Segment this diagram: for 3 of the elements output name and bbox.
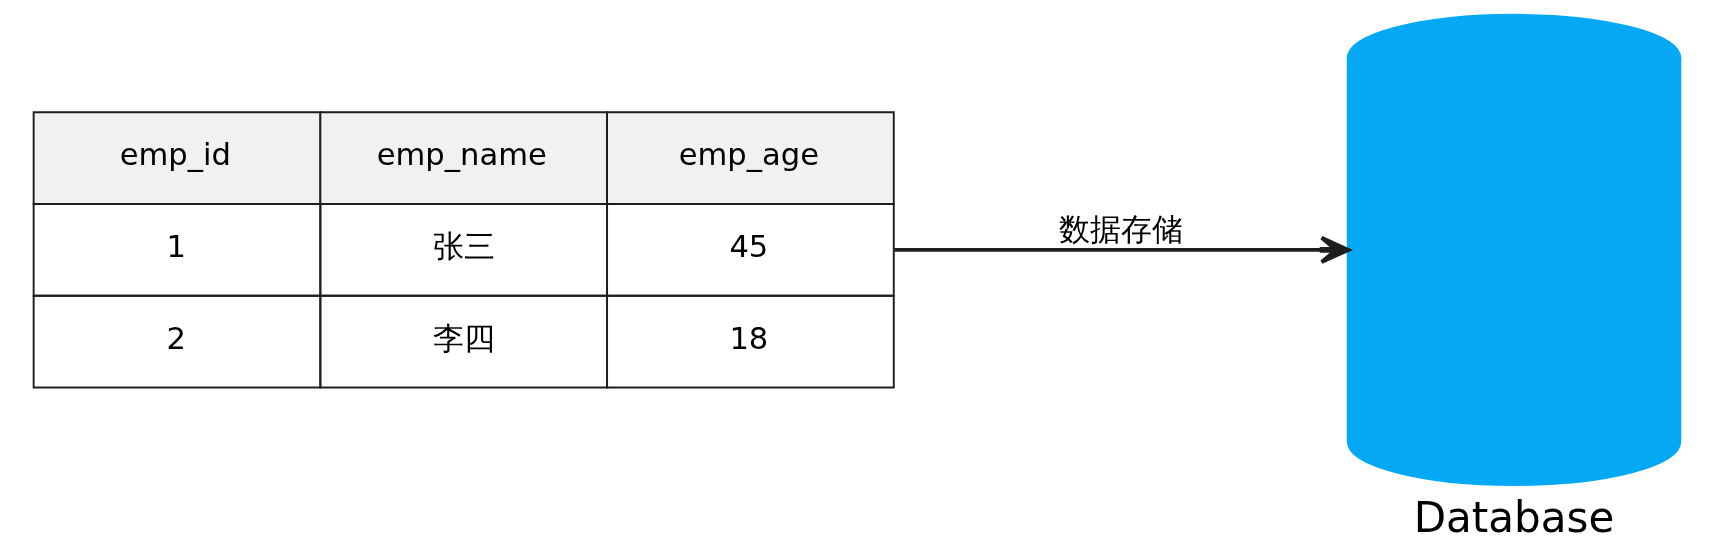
node-label: Database bbox=[1413, 493, 1614, 543]
arrow bbox=[893, 235, 1350, 264]
edge-label: 数据存储 bbox=[1058, 211, 1183, 247]
